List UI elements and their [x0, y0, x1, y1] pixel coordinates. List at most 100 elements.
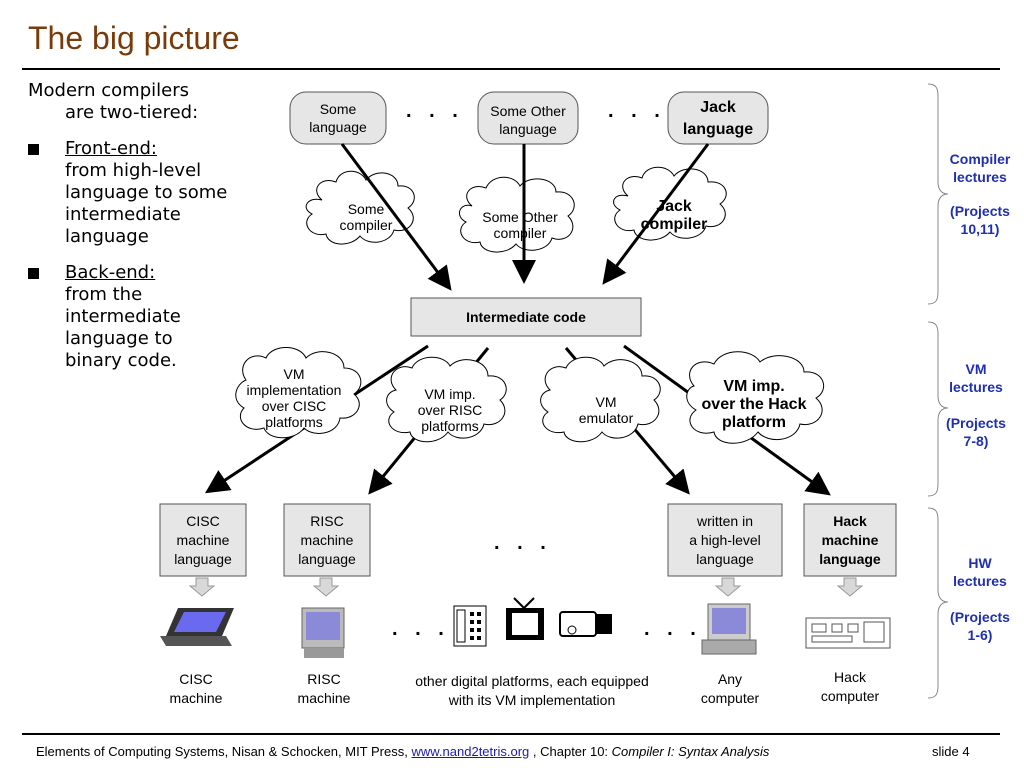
bullet-header: Back-end:	[65, 262, 156, 283]
arrow-some-to-intermediate	[340, 143, 452, 291]
label-line: language	[309, 119, 367, 135]
machine-lang-highlevel-label: written in a high-level language	[668, 512, 782, 569]
intermediate-code-label: Intermediate code	[466, 309, 586, 325]
footer-chapter-title: Compiler I: Syntax Analysis	[611, 744, 770, 759]
footer-chapter: , Chapter 10:	[532, 744, 609, 759]
compiler-some-label: Some compiler	[322, 201, 410, 233]
ellipsis-top-left: . . .	[406, 100, 464, 122]
label-line: compiler	[339, 217, 393, 233]
ellipsis-middle: . . .	[494, 532, 552, 554]
footer-link[interactable]: www.nand2tetris.org	[411, 744, 530, 759]
label-line: computer	[700, 690, 760, 706]
label-line: (Projects	[946, 415, 1006, 431]
label-line: (Projects	[950, 203, 1010, 219]
bullet-front-end: Front-end: from high-level language to s…	[28, 138, 268, 248]
bullet-square-icon	[28, 144, 39, 155]
brace-hw	[927, 507, 949, 699]
label-line: Jack	[700, 99, 736, 116]
label-line: implementation	[246, 382, 342, 398]
ellipsis-top-right: . . .	[608, 100, 666, 122]
label-line: language	[696, 551, 754, 567]
compiler-cloud-jack	[613, 166, 727, 241]
machine-lang-risc-label: RISC machine language	[284, 512, 370, 569]
phone-icon	[453, 605, 487, 647]
bullet-line: binary code.	[65, 350, 177, 371]
label-line: machine	[169, 690, 223, 706]
compiler-some-other-label: Some Other compiler	[470, 209, 570, 241]
label-line: compiler	[640, 216, 708, 233]
hack-computer-label: Hack computer	[804, 668, 896, 706]
grey-arrow-cisc	[188, 577, 216, 597]
grey-arrow-hack	[836, 577, 864, 597]
laptop-icon	[160, 608, 234, 646]
label-line: lectures	[953, 573, 1007, 589]
label-line: CISC	[186, 513, 220, 529]
label-line: platforms	[265, 414, 323, 430]
side-label-hw: HW lectures (Projects 1-6)	[940, 554, 1020, 644]
tv-icon	[506, 597, 544, 640]
language-some-label: Some language	[290, 100, 386, 136]
bullet-header: Front-end:	[65, 138, 157, 159]
label-line: HW	[968, 555, 992, 571]
vm-cisc-label: VM implementation over CISC platforms	[240, 366, 348, 430]
footer-text: Elements of Computing Systems, Nisan & S…	[36, 744, 408, 759]
spacer	[936, 396, 1016, 414]
vm-risc-label: VM imp. over RISC platforms	[398, 386, 502, 434]
machine-lang-box-hack	[803, 503, 897, 577]
label-line: Some Other	[482, 209, 558, 225]
label-line: other digital platforms, each equipped	[415, 673, 649, 689]
label-line: Hack	[834, 669, 866, 685]
ellipsis-bottom-right: . . .	[644, 618, 702, 640]
label-line: VM	[283, 366, 305, 382]
grey-arrow-risc	[312, 577, 340, 597]
vm-hack-label: VM imp. over the Hack platform	[690, 378, 818, 432]
label-line: CISC	[179, 671, 213, 687]
label-line: Hack	[833, 513, 867, 529]
desktop-computer-icon-any	[701, 603, 757, 655]
label-line: VM	[595, 394, 617, 410]
label-line: 7-8)	[963, 433, 989, 449]
brace-vm	[927, 321, 949, 497]
left-text-panel: Modern compilers are two-tiered: Front-e…	[28, 80, 268, 372]
label-line: with its VM implementation	[448, 692, 616, 708]
label-line: Any	[717, 671, 743, 687]
bullet-line: intermediate	[65, 204, 181, 225]
grey-arrow-highlevel	[714, 577, 742, 597]
vm-emulator-label: VM emulator	[556, 394, 656, 426]
label-line: Some	[319, 101, 357, 117]
label-line: Compiler	[949, 151, 1011, 167]
label-line: over RISC	[417, 402, 483, 418]
spacer	[940, 590, 1020, 608]
label-line: language	[174, 551, 232, 567]
vm-cloud-hack	[686, 351, 825, 444]
slide-title: The big picture	[28, 20, 240, 56]
language-some-other-label: Some Other language	[478, 102, 578, 138]
circuit-board-icon	[805, 617, 891, 649]
label-line: computer	[820, 688, 880, 704]
spacer	[940, 186, 1020, 202]
brace-compiler	[927, 83, 949, 305]
label-line: 10,11)	[960, 221, 1000, 237]
bullet-line: language to some	[65, 182, 228, 203]
machine-lang-box-highlevel	[667, 503, 783, 577]
label-line: Some	[347, 201, 385, 217]
label-line: VM	[965, 361, 987, 377]
label-line: platforms	[421, 418, 479, 434]
arrow-jack-to-intermediate	[602, 143, 710, 285]
camcorder-icon	[559, 611, 612, 637]
any-computer-label: Any computer	[684, 670, 776, 708]
machine-lang-hack-label: Hack machine language	[804, 512, 896, 569]
label-line: machine	[821, 532, 879, 548]
intro-text: Modern compilers are two-tiered:	[28, 80, 268, 124]
label-line: RISC	[310, 513, 344, 529]
label-line: Jack	[656, 198, 692, 215]
side-label-compiler: Compiler lectures (Projects 10,11)	[940, 150, 1020, 238]
ellipsis-bottom-left: . . .	[392, 618, 450, 640]
label-line: over the Hack	[701, 396, 807, 413]
label-line: platform	[722, 414, 786, 431]
label-line: VM imp.	[424, 386, 476, 402]
label-line: a high-level	[689, 532, 761, 548]
label-line: language	[819, 551, 881, 567]
cisc-machine-label: CISC machine	[150, 670, 242, 708]
label-line: 1-6)	[967, 627, 993, 643]
